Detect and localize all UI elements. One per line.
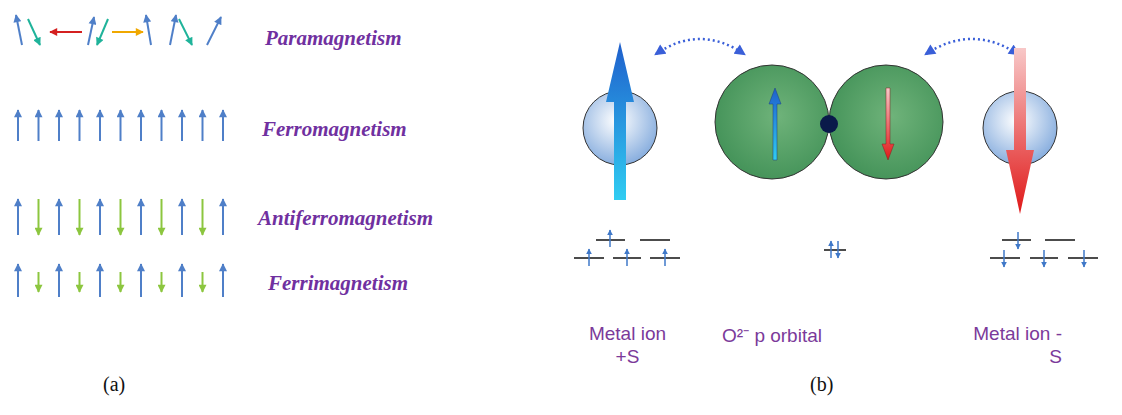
magnetism-type-label: Antiferromagnetism [258, 206, 433, 231]
magnetism-type-label: Paramagnetism [265, 26, 402, 51]
panel-label: (b) [810, 373, 833, 396]
panel-label: (a) [103, 373, 125, 396]
orbital-label: O²⁻ p orbital [722, 322, 822, 348]
ion-label: Metal ion -S [967, 323, 1062, 369]
ion-label: Metal ion +S [580, 323, 675, 369]
magnetism-type-label: Ferrimagnetism [268, 271, 408, 296]
magnetism-type-label: Ferromagnetism [262, 117, 407, 142]
